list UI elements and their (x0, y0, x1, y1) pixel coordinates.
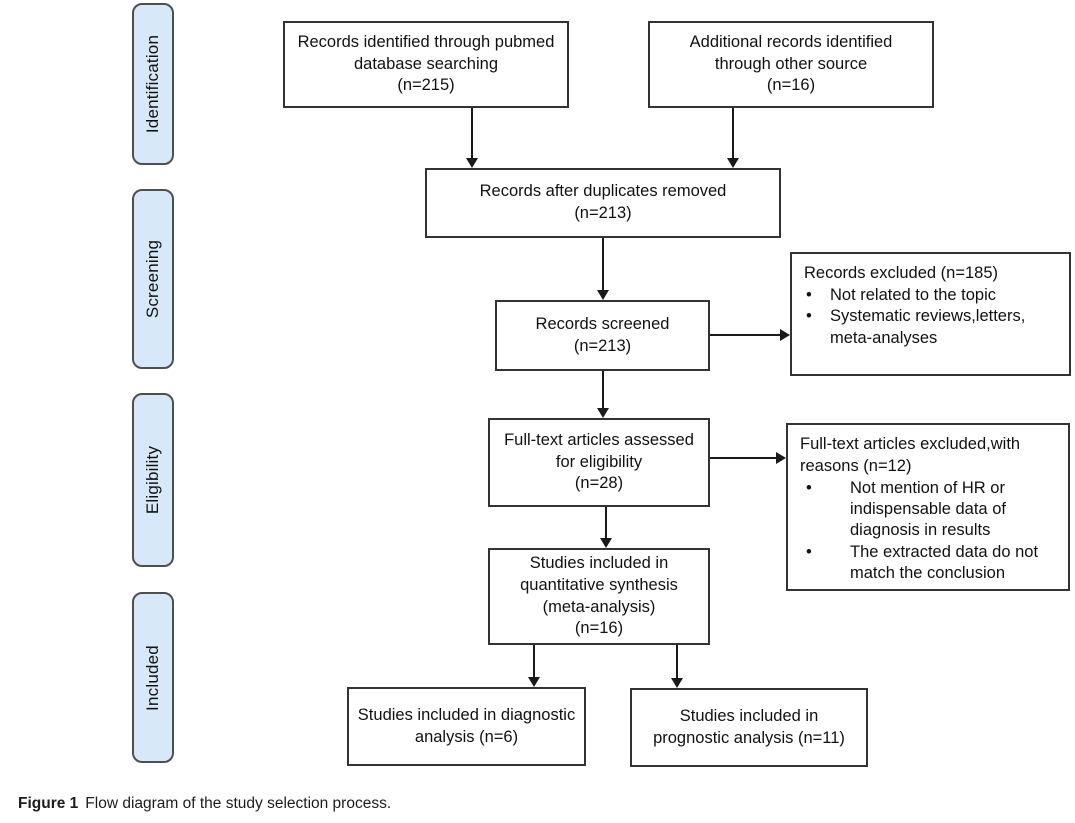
box-quantitative-synthesis-text: Studies included in quantitative synthes… (520, 553, 678, 638)
box-records-screened-text: Records screened (n=213) (535, 314, 670, 355)
arrow-other-to-duplicates (727, 108, 739, 168)
arrow-pubmed-to-duplicates (466, 108, 478, 168)
arrow-fulltext-to-fulltext-excluded (710, 452, 786, 464)
box-fulltext-excluded: Full-text articles excluded,with reasons… (786, 423, 1070, 591)
box-fulltext-assessed-text: Full-text articles assessed for eligibil… (504, 430, 694, 493)
arrow-screened-to-excluded (710, 329, 790, 341)
box-additional-records-text: Additional records identified through ot… (689, 32, 893, 95)
box-records-identified-pubmed: Records identified through pubmed databa… (283, 21, 569, 108)
figure-caption-label: Figure 1 (18, 795, 79, 812)
stage-included: Included (132, 592, 174, 763)
box-records-identified-pubmed-text: Records identified through pubmed databa… (297, 32, 555, 95)
arrow-quantitative-to-diagnostic (528, 645, 540, 687)
excluded-reason-item: Not related to the topic (804, 285, 1061, 307)
stage-eligibility: Eligibility (132, 393, 174, 567)
box-records-screened: Records screened (n=213) (495, 300, 710, 371)
box-fulltext-excluded-title: Full-text articles excluded,with reasons… (800, 435, 1021, 475)
box-fulltext-excluded-reasons: Not mention of HR or indispensable data … (800, 478, 1060, 585)
box-prognostic-analysis: Studies included in prognostic analysis … (630, 688, 868, 767)
box-records-excluded-title: Records excluded (n=185) (804, 264, 998, 282)
stage-identification: Identification (132, 3, 174, 165)
figure-caption: Figure 1 Flow diagram of the study select… (18, 795, 391, 813)
box-duplicates-removed: Records after duplicates removed (n=213) (425, 168, 781, 238)
box-diagnostic-analysis: Studies included in diagnostic analysis … (347, 687, 586, 766)
arrow-screened-to-fulltext (597, 371, 609, 418)
stage-screening: Screening (132, 189, 174, 369)
stage-included-label: Included (143, 644, 162, 711)
figure-caption-text: Flow diagram of the study selection proc… (85, 795, 392, 812)
box-additional-records: Additional records identified through ot… (648, 21, 934, 108)
arrow-quantitative-to-prognostic (671, 645, 683, 688)
arrow-fulltext-to-quantitative (600, 507, 612, 548)
box-prognostic-analysis-text: Studies included in prognostic analysis … (653, 706, 845, 747)
fulltext-excluded-reason-item: The extracted data do not match the conc… (800, 542, 1060, 585)
fulltext-excluded-reason-item: Not mention of HR or indispensable data … (800, 478, 1060, 542)
box-duplicates-removed-text: Records after duplicates removed (n=213) (479, 182, 727, 222)
box-records-excluded-reasons: Not related to the topic Systematic revi… (804, 285, 1061, 349)
box-fulltext-assessed: Full-text articles assessed for eligibil… (488, 418, 710, 507)
excluded-reason-item: Systematic reviews,letters, meta-analyse… (804, 306, 1061, 349)
box-records-excluded: Records excluded (n=185) Not related to … (790, 252, 1071, 376)
box-diagnostic-analysis-text: Studies included in diagnostic analysis … (357, 705, 576, 746)
arrow-duplicates-to-screened (597, 238, 609, 300)
box-quantitative-synthesis: Studies included in quantitative synthes… (488, 548, 710, 645)
stage-screening-label: Screening (143, 239, 163, 319)
stage-eligibility-label: Eligibility (143, 445, 162, 515)
stage-identification-label: Identification (143, 34, 163, 134)
